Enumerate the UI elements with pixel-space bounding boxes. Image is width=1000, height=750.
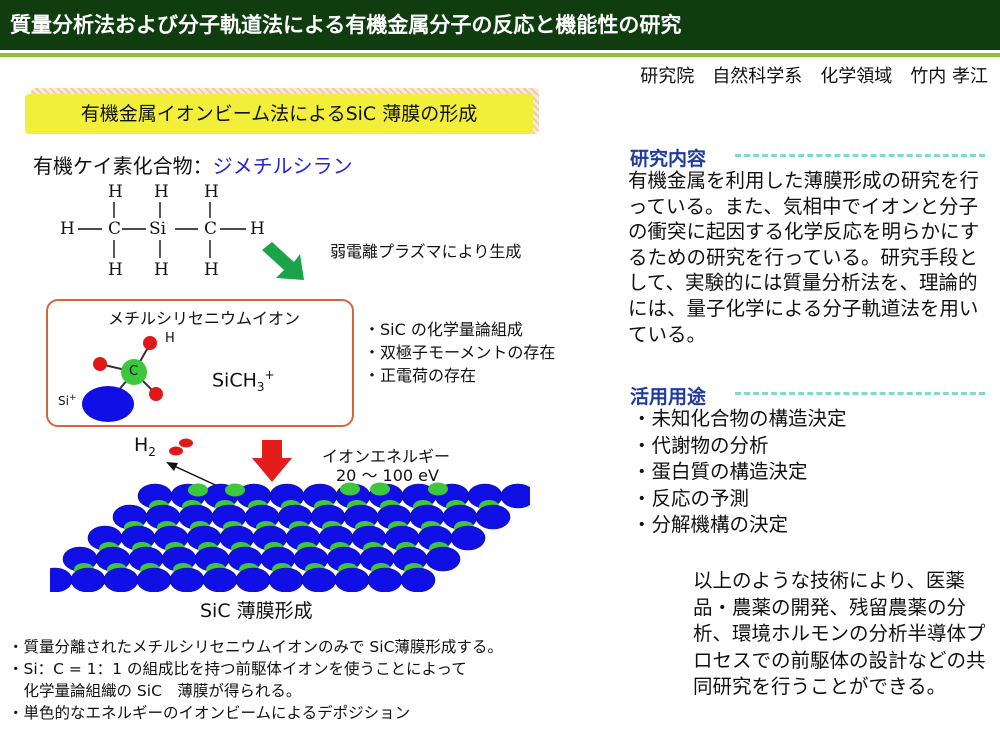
ion-h-label: H — [165, 331, 175, 346]
note-item: ・質量分離されたメチルシリセニウムイオンのみで SiC薄膜形成する。 — [8, 638, 503, 656]
atom-c: C — [108, 219, 122, 239]
heading-dash — [735, 154, 985, 157]
c-adsorbed-atom — [340, 482, 360, 496]
si-surface-atom — [334, 567, 370, 592]
si-surface-atom — [400, 567, 436, 592]
c-atom — [121, 359, 147, 385]
c-adsorbed-atom — [370, 482, 390, 496]
atom-c: C — [204, 219, 218, 239]
use-item: ・蛋白質の構造決定 — [632, 460, 808, 483]
energy-range: 20 ～ 100 eV — [336, 466, 439, 485]
property-item: ・正電荷の存在 — [364, 366, 477, 385]
uses-list: ・未知化合物の構造決定 ・代謝物の分析 ・蛋白質の構造決定 ・反応の予測 ・分解… — [632, 406, 847, 539]
c-adsorbed-atom — [188, 483, 208, 497]
si-surface-atom — [367, 567, 403, 592]
formula-bonds — [78, 202, 246, 258]
uses-heading: 活用用途 — [630, 386, 707, 408]
research-body: 有機金属を利用した薄膜形成の研究を行っている。また、気相中でイオンと分子の衝突に… — [628, 169, 980, 346]
author-line: 研究院 自然科学系 化学領域 竹内 孝江 — [640, 66, 988, 87]
property-item: ・双極子モーメントの存在 — [364, 343, 556, 362]
green-arrow-icon — [262, 242, 304, 280]
film-label: SiC 薄膜形成 — [200, 600, 313, 622]
energy-label: イオンエネルギー — [322, 447, 451, 466]
si-atom — [82, 386, 134, 422]
closing-text: 以上のような技術により、医薬品・農薬の開発、残留農薬の分析、環境ホルモンの分析半… — [693, 569, 986, 698]
h-atom — [149, 387, 163, 401]
compound-name: ジメチルシラン — [212, 154, 353, 178]
atom-h: H — [108, 182, 123, 202]
h2-molecule — [169, 438, 193, 456]
diagram-notes: ・質量分離されたメチルシリセニウムイオンのみで SiC薄膜形成する。 ・Si：C… — [8, 636, 503, 724]
h-atom — [93, 357, 107, 371]
c-adsorbed-atom — [225, 483, 245, 497]
si-surface-atom — [301, 567, 337, 592]
use-item: ・分解機構の決定 — [632, 513, 789, 536]
si-surface-atom — [202, 567, 238, 592]
si-surface-atom — [50, 567, 73, 592]
si-surface-atom — [169, 567, 205, 592]
atom-h: H — [154, 182, 169, 202]
si-surface-atom — [136, 567, 172, 592]
title-divider — [0, 53, 1000, 57]
sic-surface — [50, 482, 530, 592]
note-item: ・単色的なエネルギーのイオンビームによるデポジション — [8, 704, 411, 722]
si-surface-atom — [268, 567, 304, 592]
atom-h: H — [250, 219, 265, 239]
ion-model — [82, 336, 163, 422]
si-surface-atom — [70, 567, 106, 592]
ion-c-label: C — [129, 364, 139, 379]
use-item: ・代謝物の分析 — [632, 433, 769, 457]
heading-dash — [735, 392, 985, 395]
atom-h: H — [204, 182, 219, 202]
h-atom — [143, 336, 157, 350]
diagram-banner: 有機金属イオンビーム法によるSiC 薄膜の形成 — [25, 94, 533, 134]
si-surface-atom — [500, 483, 530, 509]
page-title: 質量分析法および分子軌道法による有機金属分子の反応と機能性の研究 — [0, 0, 1000, 50]
ion-si-label: Si+ — [58, 393, 77, 408]
note-item: 化学量論組織の SiC 薄膜が得られる。 — [8, 682, 302, 700]
si-surface-atom — [450, 525, 486, 551]
research-heading: 研究内容 — [630, 148, 707, 170]
atom-si: Si — [149, 219, 167, 239]
atom-h: H — [60, 219, 75, 239]
plasma-label: 弱電離プラズマにより生成 — [330, 242, 522, 261]
property-item: ・SiC の化学量論組成 — [364, 320, 523, 339]
use-item: ・未知化合物の構造決定 — [632, 407, 847, 430]
note-item: ・Si：C = 1：1 の組成比を持つ前駆体イオンを使うことによって — [8, 660, 467, 678]
compound-line: 有機ケイ素化合物：ジメチルシラン — [33, 150, 353, 179]
c-adsorbed-atom — [428, 482, 448, 496]
atom-h: H — [154, 260, 169, 280]
si-surface-atom — [235, 567, 271, 592]
si-surface-atom — [475, 504, 511, 530]
ion-properties: ・SiC の化学量論組成 ・双極子モーメントの存在 ・正電荷の存在 — [364, 318, 555, 387]
ion-box-title: メチルシリセニウムイオン — [108, 309, 301, 328]
atom-h: H — [204, 260, 219, 280]
compound-label: 有機ケイ素化合物： — [33, 154, 213, 178]
ion-box — [46, 299, 354, 427]
si-surface-atom — [425, 546, 461, 572]
use-item: ・反応の予測 — [632, 486, 750, 510]
si-surface-atom — [103, 567, 139, 592]
red-arrow-icon — [252, 440, 292, 482]
ion-formula: SiCH3+ — [212, 368, 275, 395]
atom-h: H — [108, 260, 123, 280]
h2-label: H2 — [134, 434, 156, 459]
